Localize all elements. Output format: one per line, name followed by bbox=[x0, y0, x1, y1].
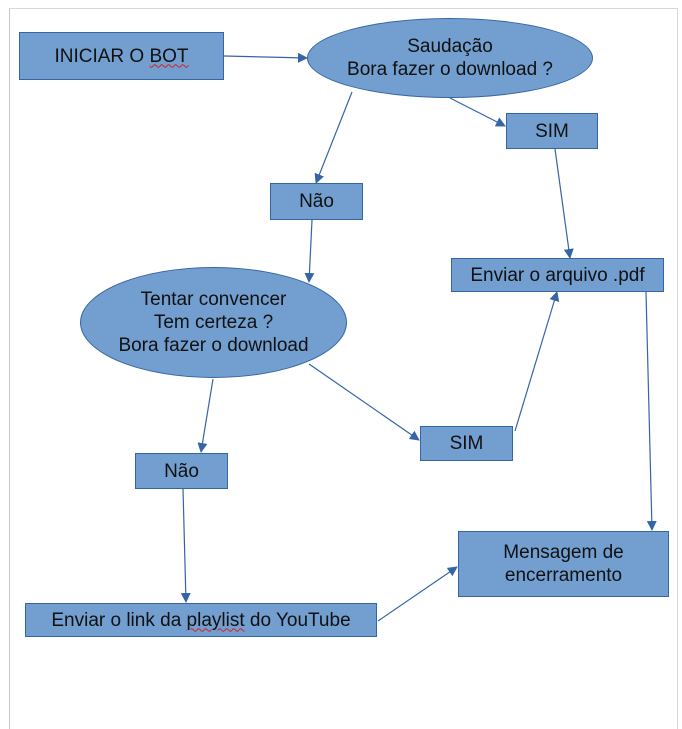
arrow-yes-1-to-send-pdf bbox=[554, 148, 574, 259]
page-border bbox=[677, 8, 678, 729]
start-node-label: INICIAR O BOT bbox=[54, 45, 189, 67]
no-node-1: Não bbox=[270, 183, 363, 220]
closing-line-2: encerramento bbox=[504, 565, 623, 586]
convince-line-1: Tentar convencer bbox=[140, 289, 287, 310]
arrow-no-1-to-convince bbox=[304, 219, 315, 283]
greeting-title: Saudação bbox=[407, 36, 493, 57]
closing-line-1: Mensagem de bbox=[503, 542, 624, 563]
spellcheck-flagged-word: playlist bbox=[186, 609, 245, 631]
arrow-greeting-to-yes-1 bbox=[449, 97, 506, 127]
convince-line-3: Bora fazer o download bbox=[118, 335, 309, 356]
send-playlist-node: Enviar o link da playlist do YouTube bbox=[25, 603, 377, 637]
arrow-convince-to-no-2 bbox=[197, 378, 214, 453]
yes-node-1: SIM bbox=[506, 113, 598, 149]
arrow-yes-2-to-send-pdf bbox=[514, 291, 560, 432]
greeting-node: Saudação Bora fazer o download ? bbox=[307, 18, 593, 98]
no-node-1-label: Não bbox=[299, 191, 334, 212]
arrow-send-pdf-to-closing bbox=[645, 291, 657, 531]
greeting-question: Bora fazer o download ? bbox=[347, 59, 553, 80]
page-border bbox=[9, 8, 10, 729]
convince-node: Tentar convencer Tem certeza ? Bora faze… bbox=[80, 267, 347, 378]
no-node-2-label: Não bbox=[164, 460, 199, 482]
yes-node-2: SIM bbox=[420, 426, 513, 461]
arrow-start-to-greeting bbox=[223, 52, 308, 63]
send-pdf-label: Enviar o arquivo .pdf bbox=[470, 264, 645, 286]
arrow-send-playlist-to-closing bbox=[377, 566, 458, 622]
arrow-greeting-to-no-1 bbox=[314, 91, 353, 184]
yes-node-2-label: SIM bbox=[449, 433, 484, 454]
convince-line-2: Tem certeza ? bbox=[153, 312, 274, 333]
send-playlist-label: Enviar o link da playlist do YouTube bbox=[51, 609, 351, 631]
yes-node-1-label: SIM bbox=[535, 120, 569, 142]
arrow-convince-to-yes-2 bbox=[308, 363, 420, 441]
spellcheck-flagged-word: BOT bbox=[149, 45, 189, 67]
arrow-no-2-to-send-playlist bbox=[180, 488, 191, 603]
send-pdf-node: Enviar o arquivo .pdf bbox=[451, 258, 664, 292]
closing-node: Mensagem de encerramento bbox=[458, 531, 669, 597]
no-node-2: Não bbox=[135, 453, 228, 489]
start-node: INICIAR O BOT bbox=[19, 32, 224, 80]
page-border bbox=[9, 8, 678, 9]
